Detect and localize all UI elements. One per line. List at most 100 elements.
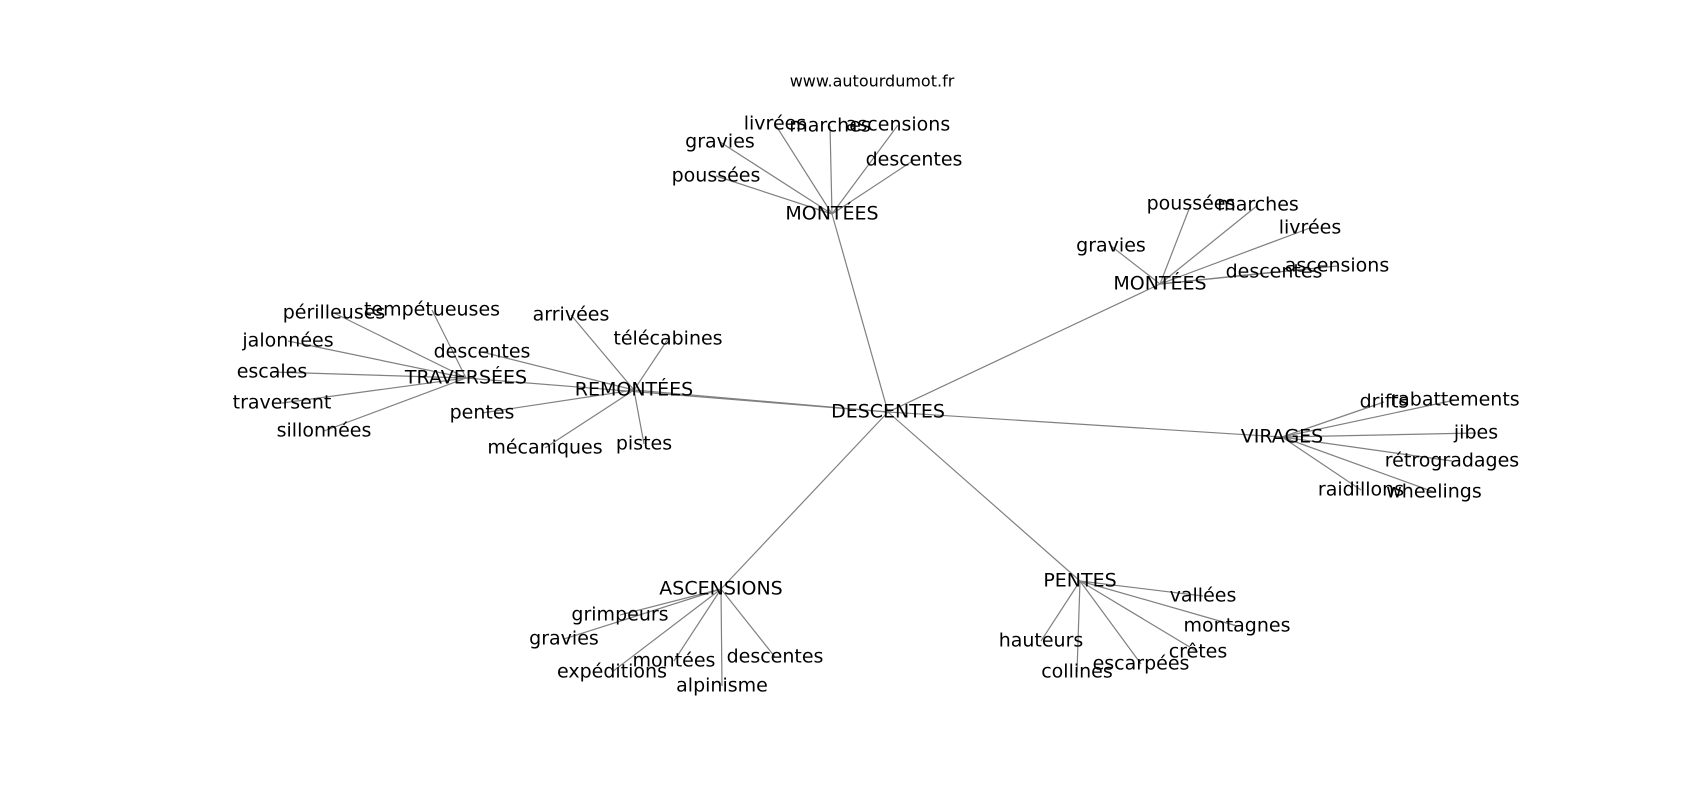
cluster-node[interactable]: ASCENSIONS [659, 578, 782, 600]
edge-2-leaf-2 [481, 351, 635, 391]
leaf-node[interactable]: alpinisme [676, 675, 768, 697]
leaf-node[interactable]: gravies [685, 131, 755, 153]
leaf-node[interactable]: drifts [1360, 391, 1409, 413]
edge-0-leaf-5 [715, 175, 833, 215]
leaf-node[interactable]: escarpées [1093, 653, 1190, 675]
leaf-node[interactable]: expéditions [557, 661, 667, 683]
center-node[interactable]: DESCENTES [831, 401, 945, 423]
leaf-node[interactable]: pistes [616, 433, 672, 455]
leaf-node[interactable]: poussées [672, 165, 761, 187]
edge-5-leaf-2 [611, 588, 722, 673]
edge-4-leaf-3 [1281, 436, 1453, 462]
edge-5-leaf-5 [720, 588, 723, 687]
edge-4-leaf-2 [1281, 432, 1477, 438]
cluster-node[interactable]: MONTÉES [1113, 272, 1206, 295]
edge-6-leaf-0 [1079, 580, 1204, 597]
edge-center-to-5 [720, 411, 889, 590]
edge-3-leaf-5 [323, 377, 467, 432]
edge-6-leaf-2 [1079, 580, 1199, 653]
edge-1-leaf-5 [1159, 265, 1338, 285]
leaf-node[interactable]: gravies [1076, 235, 1146, 257]
leaf-node[interactable]: marches [1217, 194, 1299, 216]
leaf-node[interactable]: tempétueuses [364, 299, 500, 321]
leaf-node[interactable]: sillonnées [277, 420, 372, 442]
edge-2-leaf-1 [633, 338, 669, 391]
edge-center-to-0 [831, 213, 889, 413]
leaf-node[interactable]: escales [237, 361, 308, 383]
edge-5-leaf-1 [563, 588, 722, 640]
edge-5-leaf-4 [720, 588, 776, 658]
watermark-link[interactable]: www.autourdumot.fr [790, 72, 955, 91]
edge-1-leaf-2 [1159, 227, 1311, 285]
leaf-node[interactable]: mécaniques [487, 437, 602, 459]
edge-2-leaf-3 [481, 389, 635, 414]
edge-1-leaf-0 [1159, 203, 1192, 285]
edge-6-leaf-1 [1079, 580, 1238, 627]
leaf-node[interactable]: arrivées [533, 304, 610, 326]
leaf-node[interactable]: jibes [1453, 422, 1498, 444]
edge-center-to-6 [887, 411, 1081, 582]
leaf-node[interactable]: traversent [233, 392, 332, 414]
graph-labels: DESCENTESMONTÉESlivréesmarchesascensions… [233, 113, 1520, 697]
leaf-node[interactable]: marches [789, 115, 871, 137]
leaf-node[interactable]: crêtes [1169, 641, 1228, 663]
leaf-node[interactable]: wheelings [1386, 481, 1482, 503]
leaf-node[interactable]: descentes [1226, 261, 1323, 283]
leaf-node[interactable]: livrées [1279, 217, 1341, 239]
leaf-node[interactable]: rabattements [1390, 389, 1519, 411]
edge-center-to-4 [887, 411, 1283, 438]
leaf-node[interactable]: descentes [727, 646, 824, 668]
edge-0-leaf-1 [829, 125, 833, 215]
graph-edges [271, 123, 1477, 687]
edge-4-leaf-1 [1281, 399, 1456, 438]
leaf-node[interactable]: raidillons [1318, 479, 1404, 501]
edge-0-leaf-4 [831, 159, 915, 215]
cluster-node[interactable]: VIRAGES [1241, 426, 1324, 448]
leaf-node[interactable]: gravies [529, 628, 599, 650]
edge-1-leaf-3 [1110, 245, 1161, 285]
cluster-node[interactable]: MONTÉES [785, 202, 878, 225]
edge-center-to-1 [887, 283, 1161, 413]
leaf-node[interactable]: vallées [1170, 585, 1237, 607]
edge-1-leaf-1 [1159, 204, 1259, 285]
leaf-node[interactable]: ascensions [846, 114, 950, 136]
cluster-node[interactable]: PENTES [1043, 570, 1116, 592]
edge-2-leaf-5 [633, 389, 645, 445]
edge-3-leaf-2 [287, 340, 467, 379]
leaf-node[interactable]: livrées [744, 113, 806, 135]
edge-3-leaf-1 [431, 309, 467, 379]
leaf-node[interactable]: jalonnées [241, 330, 333, 352]
cluster-node[interactable]: TRAVERSÉES [404, 366, 527, 389]
edge-3-leaf-0 [333, 312, 467, 379]
edge-2-leaf-4 [544, 389, 635, 449]
leaf-node[interactable]: montagnes [1184, 615, 1291, 637]
edge-4-leaf-4 [1281, 436, 1362, 491]
leaf-node[interactable]: télécabines [613, 328, 722, 350]
edge-5-leaf-0 [619, 588, 722, 616]
leaf-node[interactable]: poussées [1147, 193, 1236, 215]
edge-4-leaf-5 [1281, 436, 1435, 493]
edge-0-leaf-3 [719, 141, 833, 215]
edge-2-leaf-0 [570, 314, 635, 391]
leaf-node[interactable]: hauteurs [999, 630, 1084, 652]
edge-0-leaf-0 [774, 123, 833, 215]
leaf-node[interactable]: descentes [866, 149, 963, 171]
edge-4-leaf-0 [1281, 401, 1385, 438]
leaf-node[interactable]: grimpeurs [571, 604, 668, 626]
leaf-node[interactable]: montées [633, 650, 716, 672]
edge-3-leaf-4 [281, 377, 467, 404]
edge-center-to-3 [465, 377, 889, 413]
cluster-node[interactable]: REMONTÉES [575, 378, 693, 401]
edge-0-leaf-2 [831, 124, 899, 215]
leaf-node[interactable]: rétrogradages [1385, 450, 1519, 472]
leaf-node[interactable]: ascensions [1285, 255, 1389, 277]
leaf-node[interactable]: collines [1041, 661, 1113, 683]
edge-5-leaf-3 [673, 588, 722, 662]
edge-6-leaf-4 [1076, 580, 1081, 673]
edge-6-leaf-3 [1079, 580, 1142, 665]
leaf-node[interactable]: descentes [434, 341, 531, 363]
edge-6-leaf-5 [1040, 580, 1081, 642]
leaf-node[interactable]: pentes [450, 402, 515, 424]
leaf-node[interactable]: périlleuses [283, 302, 386, 324]
